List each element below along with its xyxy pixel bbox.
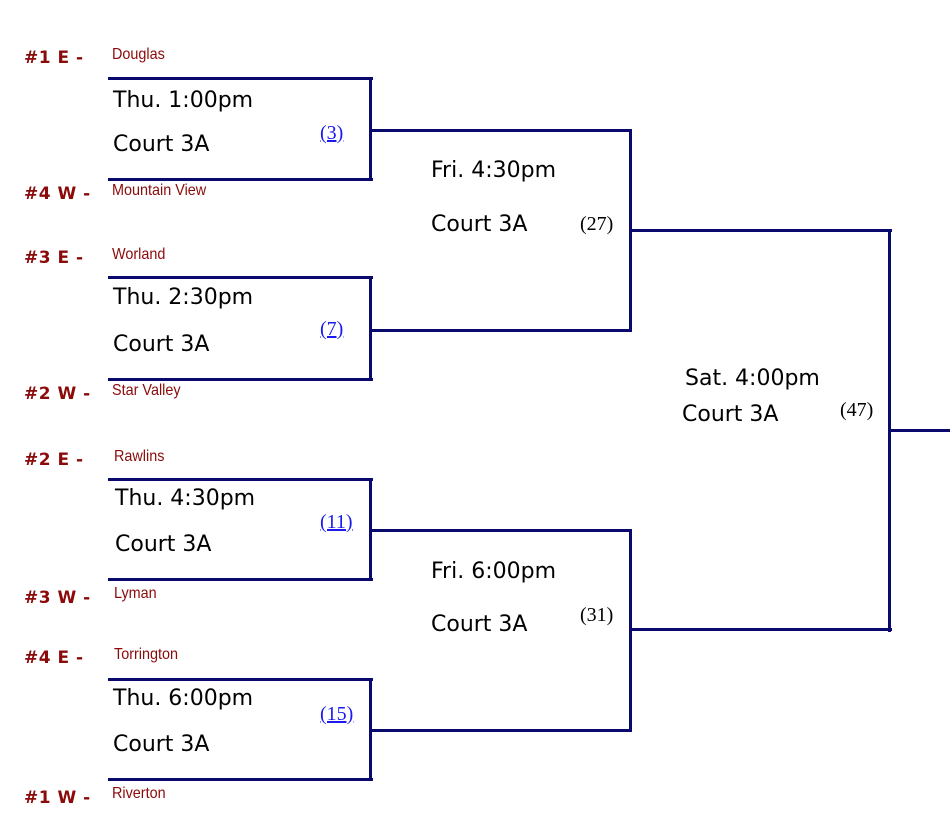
bracket-line — [369, 729, 632, 732]
bracket-line — [108, 178, 373, 181]
bracket-line — [108, 678, 373, 681]
seed-label: #1 E - — [24, 48, 84, 68]
game-number-link[interactable]: (3) — [320, 122, 344, 144]
bracket-line — [369, 529, 632, 532]
bracket-line — [629, 229, 892, 232]
game-court: Court 3A — [682, 402, 779, 427]
seed-label: #4 E - — [24, 648, 84, 668]
game-time: Thu. 6:00pm — [113, 686, 254, 711]
bracket-line — [369, 129, 632, 132]
bracket-line — [888, 429, 950, 432]
team-name: Mountain View — [112, 182, 207, 199]
bracket-line — [108, 478, 373, 481]
game-court: Court 3A — [115, 532, 212, 557]
game-court: Court 3A — [431, 612, 528, 637]
game-number-link[interactable]: (7) — [320, 318, 344, 340]
seed-label: #4 W - — [24, 184, 91, 204]
team-name: Riverton — [112, 785, 166, 802]
game-number: (27) — [580, 213, 614, 235]
bracket-line — [108, 378, 373, 381]
game-number: (31) — [580, 604, 614, 626]
seed-label: #2 W - — [24, 384, 91, 404]
game-time: Thu. 2:30pm — [113, 285, 254, 310]
bracket-line — [108, 276, 373, 279]
game-number-link[interactable]: (11) — [320, 511, 353, 533]
team-name: Lyman — [114, 585, 157, 602]
game-court: Court 3A — [113, 332, 210, 357]
game-time: Fri. 4:30pm — [431, 158, 556, 183]
game-time: Fri. 6:00pm — [431, 559, 556, 584]
team-name: Rawlins — [114, 448, 165, 465]
team-name: Star Valley — [112, 382, 181, 399]
bracket-line — [108, 77, 373, 80]
bracket-line — [108, 778, 373, 781]
bracket-line — [629, 628, 892, 631]
game-time: Thu. 4:30pm — [115, 486, 256, 511]
bracket-line — [369, 276, 372, 381]
bracket-line — [369, 329, 632, 332]
team-name: Douglas — [112, 46, 165, 63]
game-time: Thu. 1:00pm — [113, 88, 254, 113]
game-time: Sat. 4:00pm — [685, 366, 820, 391]
game-number: (47) — [840, 399, 874, 421]
seed-label: #3 E - — [24, 248, 84, 268]
game-court: Court 3A — [431, 212, 528, 237]
game-number-link[interactable]: (15) — [320, 703, 354, 725]
seed-label: #2 E - — [24, 450, 84, 470]
seed-label: #1 W - — [24, 788, 91, 808]
bracket-line — [108, 578, 373, 581]
game-court: Court 3A — [113, 732, 210, 757]
team-name: Torrington — [114, 646, 179, 663]
seed-label: #3 W - — [24, 588, 91, 608]
team-name: Worland — [112, 246, 166, 263]
game-court: Court 3A — [113, 132, 210, 157]
